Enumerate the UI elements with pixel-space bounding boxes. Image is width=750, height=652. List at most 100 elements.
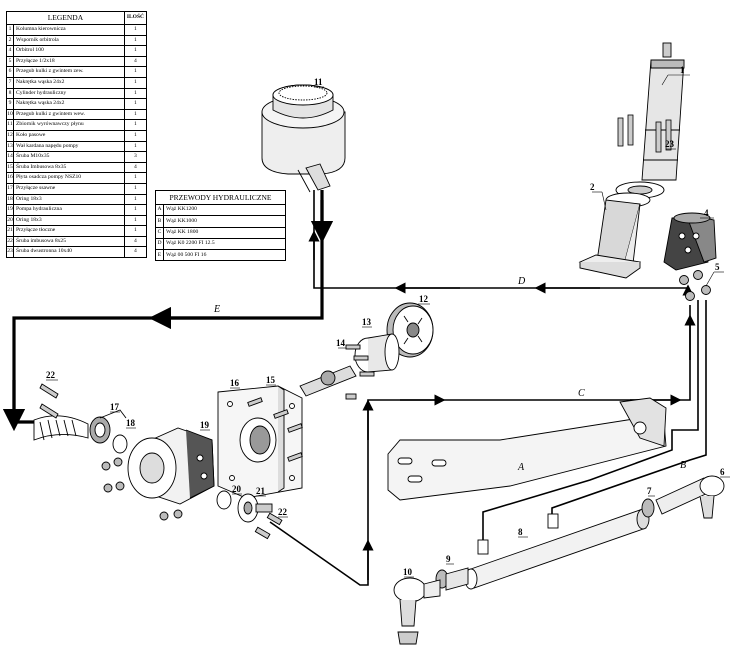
legend-row-name: Oring 18x3	[13, 214, 125, 227]
legend-row-name: Orbitrol 100	[13, 45, 125, 57]
nut-7	[641, 498, 655, 518]
legend-row-number: 12	[6, 129, 14, 142]
callout-21: 21	[256, 486, 266, 496]
legend-row-number: 18	[6, 193, 14, 206]
ball-joint-internal	[393, 577, 441, 645]
callout-6: 6	[720, 467, 725, 477]
legend-row-number: 22	[6, 235, 14, 248]
legend-row-name: Śruba Imbusowa 8x35	[13, 161, 125, 174]
legend-row-qty: 1	[123, 193, 148, 206]
legend-row-number: 21	[6, 225, 14, 237]
legend-row-qty: 1	[123, 108, 148, 121]
callout-22a: 22	[46, 370, 56, 380]
legend-row-number: 14	[6, 151, 14, 163]
legend-row-qty: 1	[123, 129, 148, 142]
legend-row-name: Wspornik orbitrola	[13, 34, 125, 47]
fittings	[679, 270, 711, 301]
steering-arm	[387, 397, 667, 501]
oring-20	[216, 490, 232, 510]
legend-row-name: Pompa hydrauliczna	[13, 204, 125, 216]
legend-title: LEGENDA	[6, 11, 125, 25]
legend-row-name: Nakrętka wąska 24x2	[13, 76, 125, 89]
callout-20: 20	[232, 484, 242, 494]
bolts-m10	[345, 344, 375, 377]
hose-labels: A B C D E	[213, 276, 686, 473]
legend-row-qty: 1	[123, 45, 148, 57]
legend-row-number: 1	[6, 24, 14, 36]
washers-nuts	[101, 457, 183, 521]
legend-row-number: 13	[6, 140, 14, 153]
legend-row-qty: 1	[123, 225, 148, 237]
callout-4: 4	[704, 208, 709, 218]
callout-14: 14	[336, 338, 346, 348]
callout-15: 15	[266, 375, 276, 385]
legend-row-number: 11	[6, 119, 14, 131]
legend-row-name: Przegub kulki z gwintem wew.	[13, 108, 125, 121]
bolts-imbus-8x35	[247, 397, 303, 462]
callout-19: 19	[200, 420, 210, 430]
hose-row-code: C	[155, 226, 164, 239]
legend-row-name: Płyta osadcza pompy NSZ10	[13, 172, 125, 184]
leader-lines	[46, 74, 730, 578]
hose-row-name: Wąż KK1200	[163, 203, 286, 217]
hydraulic-cylinder	[464, 508, 650, 590]
hose-label-d: D	[517, 276, 526, 287]
suction-fitting	[33, 409, 127, 444]
legend-row-qty: 1	[123, 204, 148, 216]
callout-9: 9	[446, 554, 451, 564]
callout-1: 1	[680, 65, 685, 75]
legend-row-qty: 4	[123, 246, 148, 259]
callout-10: 10	[403, 567, 413, 577]
legend-row-qty: 1	[123, 24, 148, 36]
studs	[617, 114, 672, 153]
legend-row-number: 2	[6, 34, 14, 47]
universal-joint	[299, 365, 357, 400]
legend-row-number: 19	[6, 204, 14, 216]
ball-joint-external	[655, 475, 725, 519]
callout-13: 13	[362, 317, 372, 327]
legend-row-name: Przyłącze tłoczne	[13, 225, 125, 237]
callout-23: 23	[665, 139, 675, 149]
legend-row-number: 17	[6, 182, 14, 195]
legend-row-qty: 4	[123, 235, 148, 248]
callout-18: 18	[126, 418, 136, 428]
legend-row-name: Koło pasowe	[13, 129, 125, 142]
pump-mounting-plate	[217, 385, 303, 499]
hose-row-name: Wąż K0 2200 FI 12.5	[163, 237, 286, 251]
legend-row-name: Wał kardana napędu pompy	[13, 140, 125, 153]
callout-22b: 22	[278, 507, 288, 517]
hose-row-name: Wąż KK 1800	[163, 226, 286, 239]
legend-row-qty: 3	[123, 151, 148, 163]
hose-label-b: B	[680, 460, 686, 471]
hose-row-code: B	[155, 215, 164, 228]
legend-row-qty: 1	[123, 98, 148, 110]
legend-row-number: 5	[6, 55, 14, 68]
legend-row-qty: 1	[123, 182, 148, 195]
orbitrol	[663, 212, 717, 271]
legend-row-number: 9	[6, 98, 14, 110]
